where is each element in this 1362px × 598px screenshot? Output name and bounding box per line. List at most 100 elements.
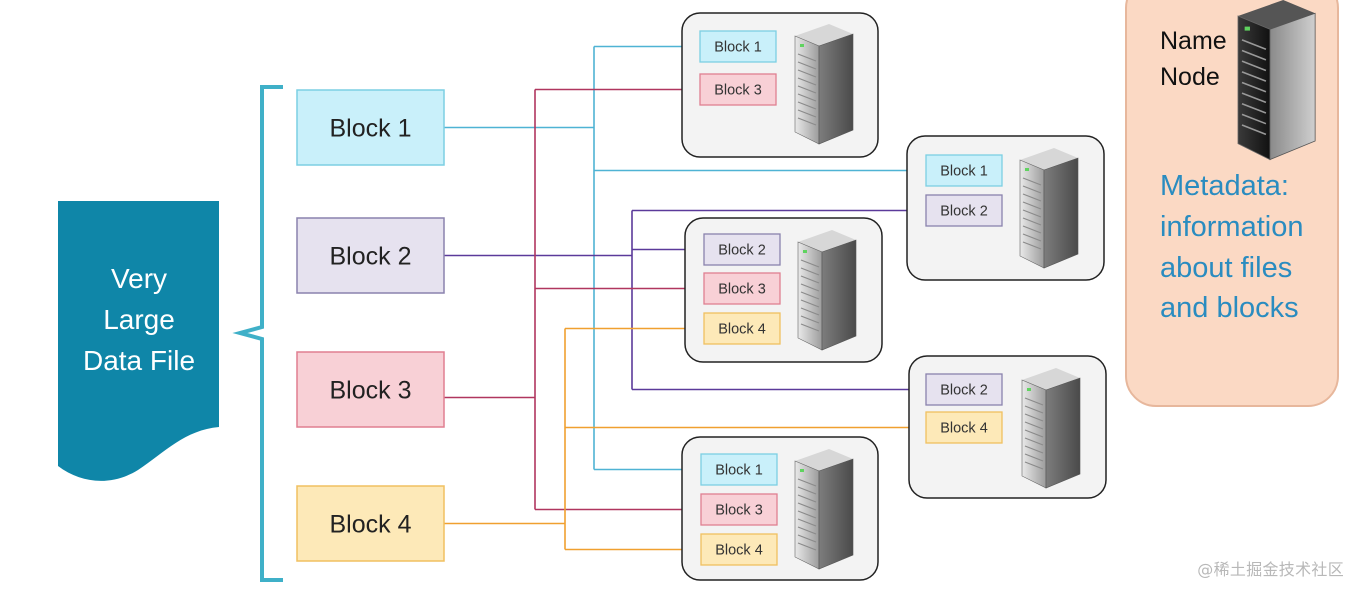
data-file-label-line-1: Very [111,263,167,294]
replica-block-label: Block 3 [715,503,763,519]
name-node-server-icon [1237,0,1316,161]
server-drive-line [797,61,817,70]
replica-block-label: Block 3 [714,83,762,99]
server-icon [797,230,857,351]
server-led [1025,168,1029,171]
replica-block-box [703,312,781,345]
data-file: Very Large Data File [58,201,219,481]
arrows-block-1 [444,42,925,474]
server-drive-line [797,109,817,118]
replica-block: Block 2 [925,194,1003,227]
replica-block-label: Block 3 [718,282,766,298]
name-node: Name Node Metadata: information about fi… [1125,0,1339,407]
server-icon [794,449,854,570]
replica-block: Block 1 [700,453,778,486]
server-side [821,239,857,351]
replica-block-box [699,73,777,106]
server-drive-line [1241,81,1267,93]
name-node-title-line-1: Name [1160,27,1227,55]
data-file-shape [58,201,219,481]
metadata-line-3: about files [1160,252,1292,284]
server-drive-line [797,85,817,94]
replica-block-label: Block 2 [940,204,988,220]
server-drive-line [797,77,817,86]
server-side [818,33,854,145]
data-node-5: Block 1 Block 3 Block 4 [681,436,879,581]
arrows-block-3 [444,85,703,514]
server-drive-line [1022,209,1042,218]
server-drive-line [1022,185,1042,194]
server-drive-line [1022,233,1042,242]
replica-block: Block 3 [699,73,777,106]
source-block-4: Block 4 [296,485,445,562]
replica-block-box [700,453,778,486]
replica-block-box [700,533,778,566]
server-drive-line [797,526,817,535]
server-drive-line [800,259,820,268]
server-drive-line [1241,113,1267,125]
source-block-box [296,89,445,166]
replica-block-box [925,373,1003,406]
replica-block-box [703,233,781,266]
source-block-box [296,485,445,562]
metadata-line-1: Metadata: [1160,170,1289,202]
replica-block: Block 2 [925,373,1003,406]
server-drive-line [797,502,817,511]
server-drive-line [800,299,820,308]
replica-block-label: Block 4 [718,322,766,338]
server-led [800,469,804,472]
server-drive-line [1024,445,1044,454]
replica-block-label: Block 1 [940,164,988,180]
server-drive-line [1024,453,1044,462]
metadata-line-2: information [1160,211,1303,243]
replica-block: Block 3 [700,493,778,526]
replication-arrows [444,42,925,554]
server-drive-line [1241,49,1267,61]
source-block-label: Block 1 [330,115,412,143]
source-block-box [296,351,445,428]
server-icon [1019,148,1079,269]
server-drive-line [800,291,820,300]
server-drive-line [797,494,817,503]
replica-block-box [925,411,1003,444]
source-block-2: Block 2 [296,217,445,294]
server-drive-line [797,542,817,551]
replica-block-box [925,154,1003,187]
server-side [1043,157,1079,269]
server-drive-line [1024,437,1044,446]
server-side [1269,12,1316,161]
server-drive-line [1241,39,1267,50]
server-drive-line [1024,429,1044,438]
replica-block-label: Block 1 [714,40,762,56]
server-top [1238,0,1316,30]
data-node-2: Block 1 Block 2 [906,135,1105,281]
server-icon [1237,0,1316,161]
server-drive-line [1022,193,1042,202]
replica-block: Block 4 [700,533,778,566]
replica-block-box [703,272,781,305]
server-top [1020,148,1078,170]
replica-block-box [700,493,778,526]
server-icon [1021,368,1081,489]
server-drive-line [1024,421,1044,430]
server-drive-line [1024,461,1044,470]
server-drive-line [1022,225,1042,234]
replica-block-label: Block 1 [715,463,763,479]
server-icon [794,24,854,145]
server-drive-line [1024,405,1044,414]
server-drive-line [1241,92,1267,104]
server-drive-line [797,101,817,110]
server-led [803,250,807,253]
source-block-label: Block 2 [330,243,412,271]
replica-block-box [699,30,777,63]
server-drive-line [797,93,817,102]
replica-block: Block 1 [925,154,1003,187]
data-file-label-line-2: Large [103,304,175,335]
server-drive-line [800,267,820,276]
split-bracket [232,85,283,582]
replica-block-label: Block 4 [940,421,988,437]
server-drive-line [797,510,817,519]
server-drive-line [797,478,817,487]
server-top [798,230,856,252]
